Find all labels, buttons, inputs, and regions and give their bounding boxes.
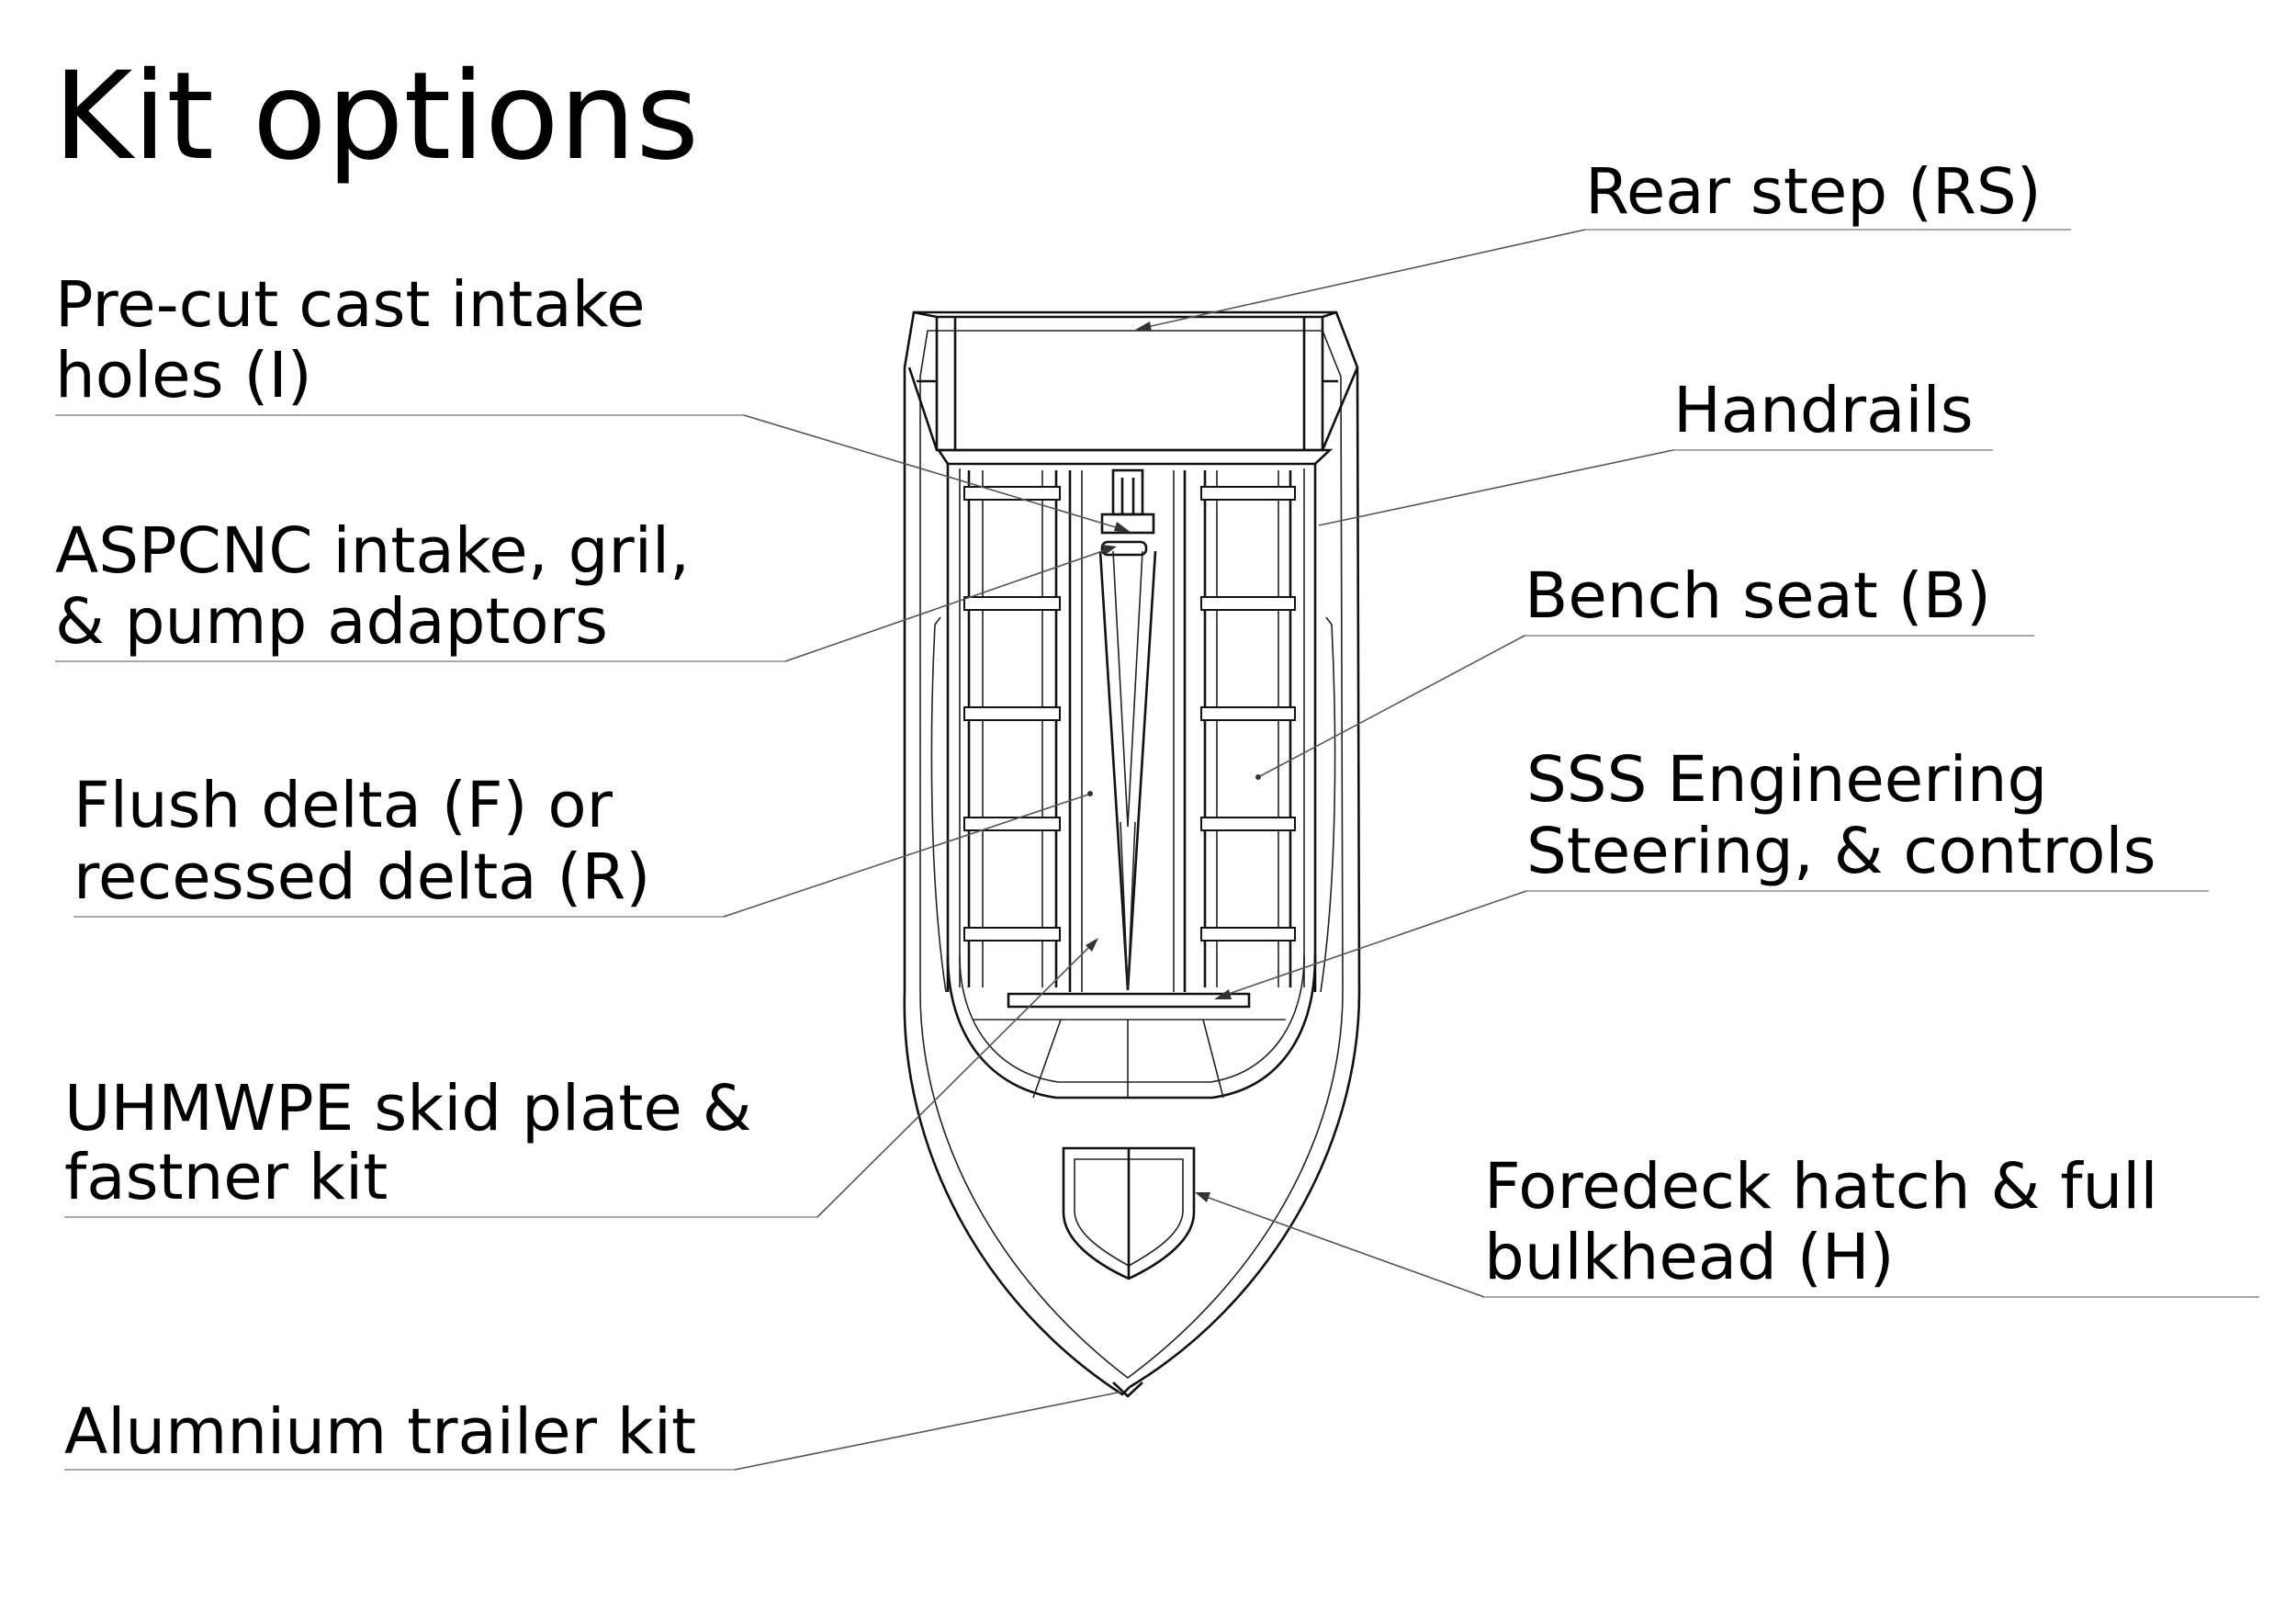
rear-step <box>907 310 1359 452</box>
label-delta-line2: recessed delta (R) <box>73 840 650 914</box>
callout-aspcnc: ASPCNC intake, gril, & pump adaptors <box>55 514 1117 662</box>
callout-bench-seat: Bench seat (B) <box>1255 559 2034 780</box>
intake-grill <box>1100 468 1155 557</box>
callout-rear-step: Rear step (RS) <box>1135 155 2071 332</box>
label-aspcnc-line1: ASPCNC intake, gril, <box>55 514 690 588</box>
callout-skid-plate: UHMWPE skid plate & fastner kit <box>64 938 1098 1218</box>
label-rear-step: Rear step (RS) <box>1585 155 2042 229</box>
label-skid-plate-line2: fastner kit <box>64 1141 388 1214</box>
callout-intake-holes: Pre-cut cast intake holes (I) <box>55 268 1131 533</box>
page-title: Kit options <box>53 46 699 187</box>
callout-handrails: Handrails <box>1318 374 1993 526</box>
bow-tip <box>1112 1382 1143 1398</box>
label-handrails: Handrails <box>1673 374 1974 447</box>
label-skid-plate-line1: UHMWPE skid plate & <box>64 1072 752 1145</box>
label-intake-holes-line1: Pre-cut cast intake <box>55 268 646 342</box>
bench-seat-right <box>1200 470 1296 987</box>
label-aspcnc-line2: & pump adaptors <box>55 585 608 659</box>
cockpit <box>930 448 1336 1100</box>
delta-tunnel <box>1068 470 1187 992</box>
label-foredeck-line1: Foredeck hatch & full <box>1484 1150 2158 1224</box>
steering-console <box>1007 992 1251 1009</box>
label-intake-holes-line2: holes (I) <box>55 339 312 412</box>
callout-foredeck: Foredeck hatch & full bulkhead (H) <box>1195 1150 2259 1298</box>
callout-delta: Flush delta (F) or recessed delta (R) <box>73 769 1093 918</box>
callout-steering: SSS Engineering Steering, & controls <box>1214 743 2209 999</box>
foredeck <box>974 1019 1286 1099</box>
label-delta-line1: Flush delta (F) or <box>73 769 613 842</box>
label-steering-line2: Steering, & controls <box>1526 815 2156 888</box>
callout-trailer: Alumnium trailer kit <box>64 1391 1123 1471</box>
label-trailer: Alumnium trailer kit <box>64 1395 696 1469</box>
label-bench-seat: Bench seat (B) <box>1525 559 1991 633</box>
bench-seat-left <box>963 470 1061 987</box>
boat-hull-drawing <box>903 310 1361 1398</box>
label-steering-line1: SSS Engineering <box>1526 743 2047 817</box>
foredeck-hatch <box>1062 1146 1196 1280</box>
label-foredeck-line2: bulkhead (H) <box>1484 1221 1895 1294</box>
